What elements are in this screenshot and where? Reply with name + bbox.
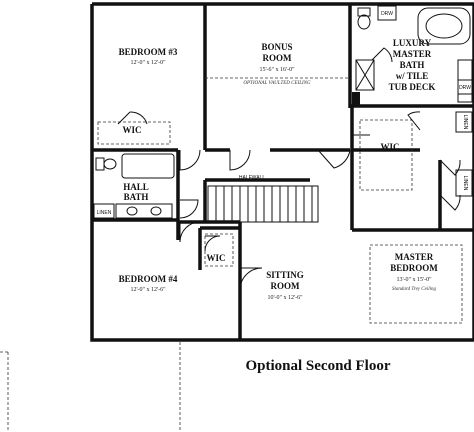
hall-bath-l2: BATH	[124, 192, 149, 202]
sitting-name-2: ROOM	[271, 281, 301, 291]
wic2-name: WIC	[380, 142, 399, 152]
master-drw-label-top: DRW	[381, 11, 393, 17]
wic1-name: WIC	[122, 125, 141, 135]
sitting-name-1: SITTING	[266, 270, 304, 280]
hall-bath-l1: HALL	[123, 182, 149, 192]
master-bath-l1: LUXURY	[393, 38, 432, 48]
closet-shelves	[97, 119, 413, 267]
bonus-name-1: BONUS	[261, 42, 292, 52]
plan-caption: Optional Second Floor	[245, 358, 390, 374]
closet-linen-label-1: LINEN	[462, 115, 468, 130]
master-bath-l2: MASTER	[393, 49, 432, 59]
bedroom3-dims: 12'-0" x 12'-0"	[130, 60, 166, 66]
master-bath-l4: w/ TILE	[396, 71, 429, 81]
halfwall-label: HALFWALL	[239, 175, 265, 181]
wic3-name: WIC	[206, 253, 225, 263]
bonus-dims: 15'-6" x 16'-0"	[259, 67, 295, 73]
exterior-walls	[90, 2, 474, 342]
closet-linen-label-2: LINEN	[462, 176, 468, 191]
master-drw-label-right: DRW	[459, 85, 471, 91]
bedroom4-name: BEDROOM #4	[119, 274, 178, 284]
master-bed-note: Standard Trey Ceiling	[392, 287, 437, 292]
bath-fixtures	[93, 5, 473, 219]
bedroom3-name: BEDROOM #3	[119, 47, 178, 57]
master-bed-dims: 13'-0" x 15'-0"	[396, 277, 432, 283]
trey-ceiling-outline	[369, 244, 463, 324]
sitting-dims: 10'-0" x 12'-6"	[267, 295, 303, 301]
master-bath-l3: BATH	[400, 60, 425, 70]
bedroom4-dims: 12'-0" x 12'-6"	[130, 287, 166, 293]
master-bath-l5: TUB DECK	[389, 82, 436, 92]
foundation-lines	[0, 342, 181, 432]
bonus-name-2: ROOM	[263, 53, 293, 63]
bonus-note: OPTIONAL VAULTED CEILING	[243, 81, 311, 86]
doors	[117, 47, 461, 291]
master-bed-name-2: BEDROOM	[390, 263, 438, 273]
master-bed-name-1: MASTER	[395, 252, 434, 262]
staircase	[207, 185, 319, 223]
hall-linen-label: LINEN	[97, 210, 112, 216]
